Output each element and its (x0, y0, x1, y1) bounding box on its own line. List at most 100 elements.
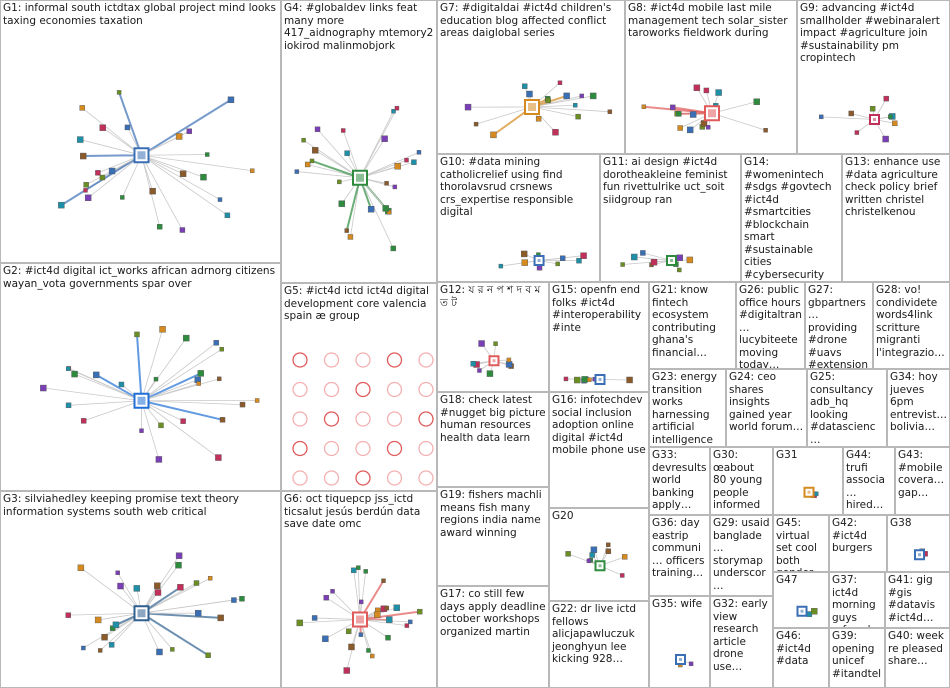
vertex (196, 381, 201, 386)
edge (357, 567, 361, 620)
vertex (239, 401, 246, 408)
vertex (606, 542, 611, 548)
edge (141, 612, 221, 619)
self-loop-edge (418, 381, 434, 398)
vertex (477, 368, 482, 373)
vertex (869, 106, 876, 112)
vertex (99, 174, 106, 181)
group-label: G16: infotechdev social inclusion adopti… (552, 394, 646, 456)
vertex (363, 569, 368, 574)
group-panel-g11: G11: ai design #ict4d dorotheakleine fem… (600, 154, 741, 282)
group-graph (292, 352, 434, 486)
group-panel-g46: G46: #ict4d #data (773, 628, 829, 688)
vertex (640, 250, 646, 256)
edge (68, 368, 142, 402)
vertex (579, 93, 584, 99)
edge (141, 154, 228, 216)
vertex (417, 608, 423, 615)
edge (303, 139, 361, 179)
vertex (108, 642, 115, 648)
vertex (384, 605, 389, 611)
edge (821, 116, 875, 120)
vertex (118, 381, 125, 388)
self-loop-edge (292, 440, 308, 457)
edge (140, 98, 232, 157)
vertex (620, 573, 625, 578)
edge (141, 379, 198, 402)
self-loop-edge (386, 352, 403, 368)
hub-vertex-fill (918, 553, 921, 557)
group-graph (914, 548, 928, 561)
edge (299, 619, 361, 624)
vertex (526, 90, 533, 98)
vertex (693, 84, 701, 91)
vertex (149, 187, 156, 195)
group-label: G13: enhance use #data agriculture check… (845, 156, 941, 218)
self-loop-edge (418, 352, 434, 368)
self-loop-edge (386, 411, 403, 427)
vertex (323, 594, 329, 601)
vertex (108, 167, 116, 175)
vertex (227, 96, 235, 103)
vertex (65, 612, 71, 618)
vertex (473, 121, 479, 127)
group-label: G29: usaid banglade… storymap underscor…… (713, 517, 770, 595)
vertex (101, 633, 108, 641)
group-graph (498, 250, 587, 271)
group-panel-g1: G1: informal south ictdtax global projec… (0, 0, 281, 263)
vertex (607, 109, 613, 114)
vertex (205, 652, 211, 658)
self-loop-edge (355, 381, 371, 398)
self-loop-edge (386, 381, 403, 398)
vertex (83, 188, 88, 193)
edge (135, 334, 143, 401)
group-label: G1: informal south ictdtax global projec… (3, 2, 276, 27)
group-label: G40: week re pleased share… (888, 630, 944, 667)
self-loop-edge (386, 440, 403, 457)
vertex (40, 384, 47, 392)
group-panel-g9: G9: advancing #ict4d smallholder #webina… (797, 0, 950, 154)
group-graph (40, 326, 260, 463)
vertex (366, 648, 371, 653)
group-label: G34: hoy jueves 6pm entrevist… bolivia… (890, 371, 947, 433)
vertex (139, 428, 144, 433)
vertex (587, 377, 592, 382)
vertex (520, 250, 528, 258)
vertex (250, 168, 255, 173)
group-graph (65, 552, 245, 658)
vertex (686, 256, 694, 264)
edge (141, 154, 253, 172)
group-panel-g42: G42: #ict4d burgers (829, 515, 887, 572)
self-loop-edge (355, 470, 371, 486)
group-label: G4: #globaldev links feat many more 417_… (284, 2, 434, 52)
edge (141, 342, 217, 402)
group-panel-g45: G45: virtual set cool both gender… (773, 515, 829, 572)
vertex (486, 370, 494, 377)
group-panel-g31: G31 (773, 447, 843, 515)
vertex (117, 582, 124, 590)
edge (353, 570, 361, 620)
vertex (848, 110, 854, 117)
vertex (393, 604, 400, 611)
vertex (120, 195, 125, 200)
edge (118, 92, 143, 156)
edge (531, 106, 610, 113)
group-label: G6: oct tiquepcp jss_ictd ticsalut jesús… (284, 493, 421, 530)
vertex (883, 95, 889, 102)
vertex (580, 252, 587, 259)
vertex (134, 331, 140, 338)
vertex (574, 376, 581, 384)
vertex (374, 611, 381, 618)
group-graph (641, 84, 768, 134)
group-label: G37: ict4d morning guys referrals… (832, 574, 876, 627)
group-panel-g8: G8: #ict4d mobile last mile management t… (625, 0, 797, 154)
group-panel-g38: G38 (887, 515, 950, 572)
group-panel-g28: G28: vo! condividete words4link scrittur… (873, 282, 950, 369)
group-label: G45: virtual set cool both gender… (776, 517, 824, 571)
group-panel-g13: G13: enhance use #data agriculture check… (842, 154, 950, 282)
group-label: G21: know fintech ecosystem contributing… (652, 284, 716, 359)
vertex (224, 212, 231, 219)
vertex (95, 170, 101, 176)
edge (68, 400, 142, 406)
vertex (109, 625, 116, 631)
